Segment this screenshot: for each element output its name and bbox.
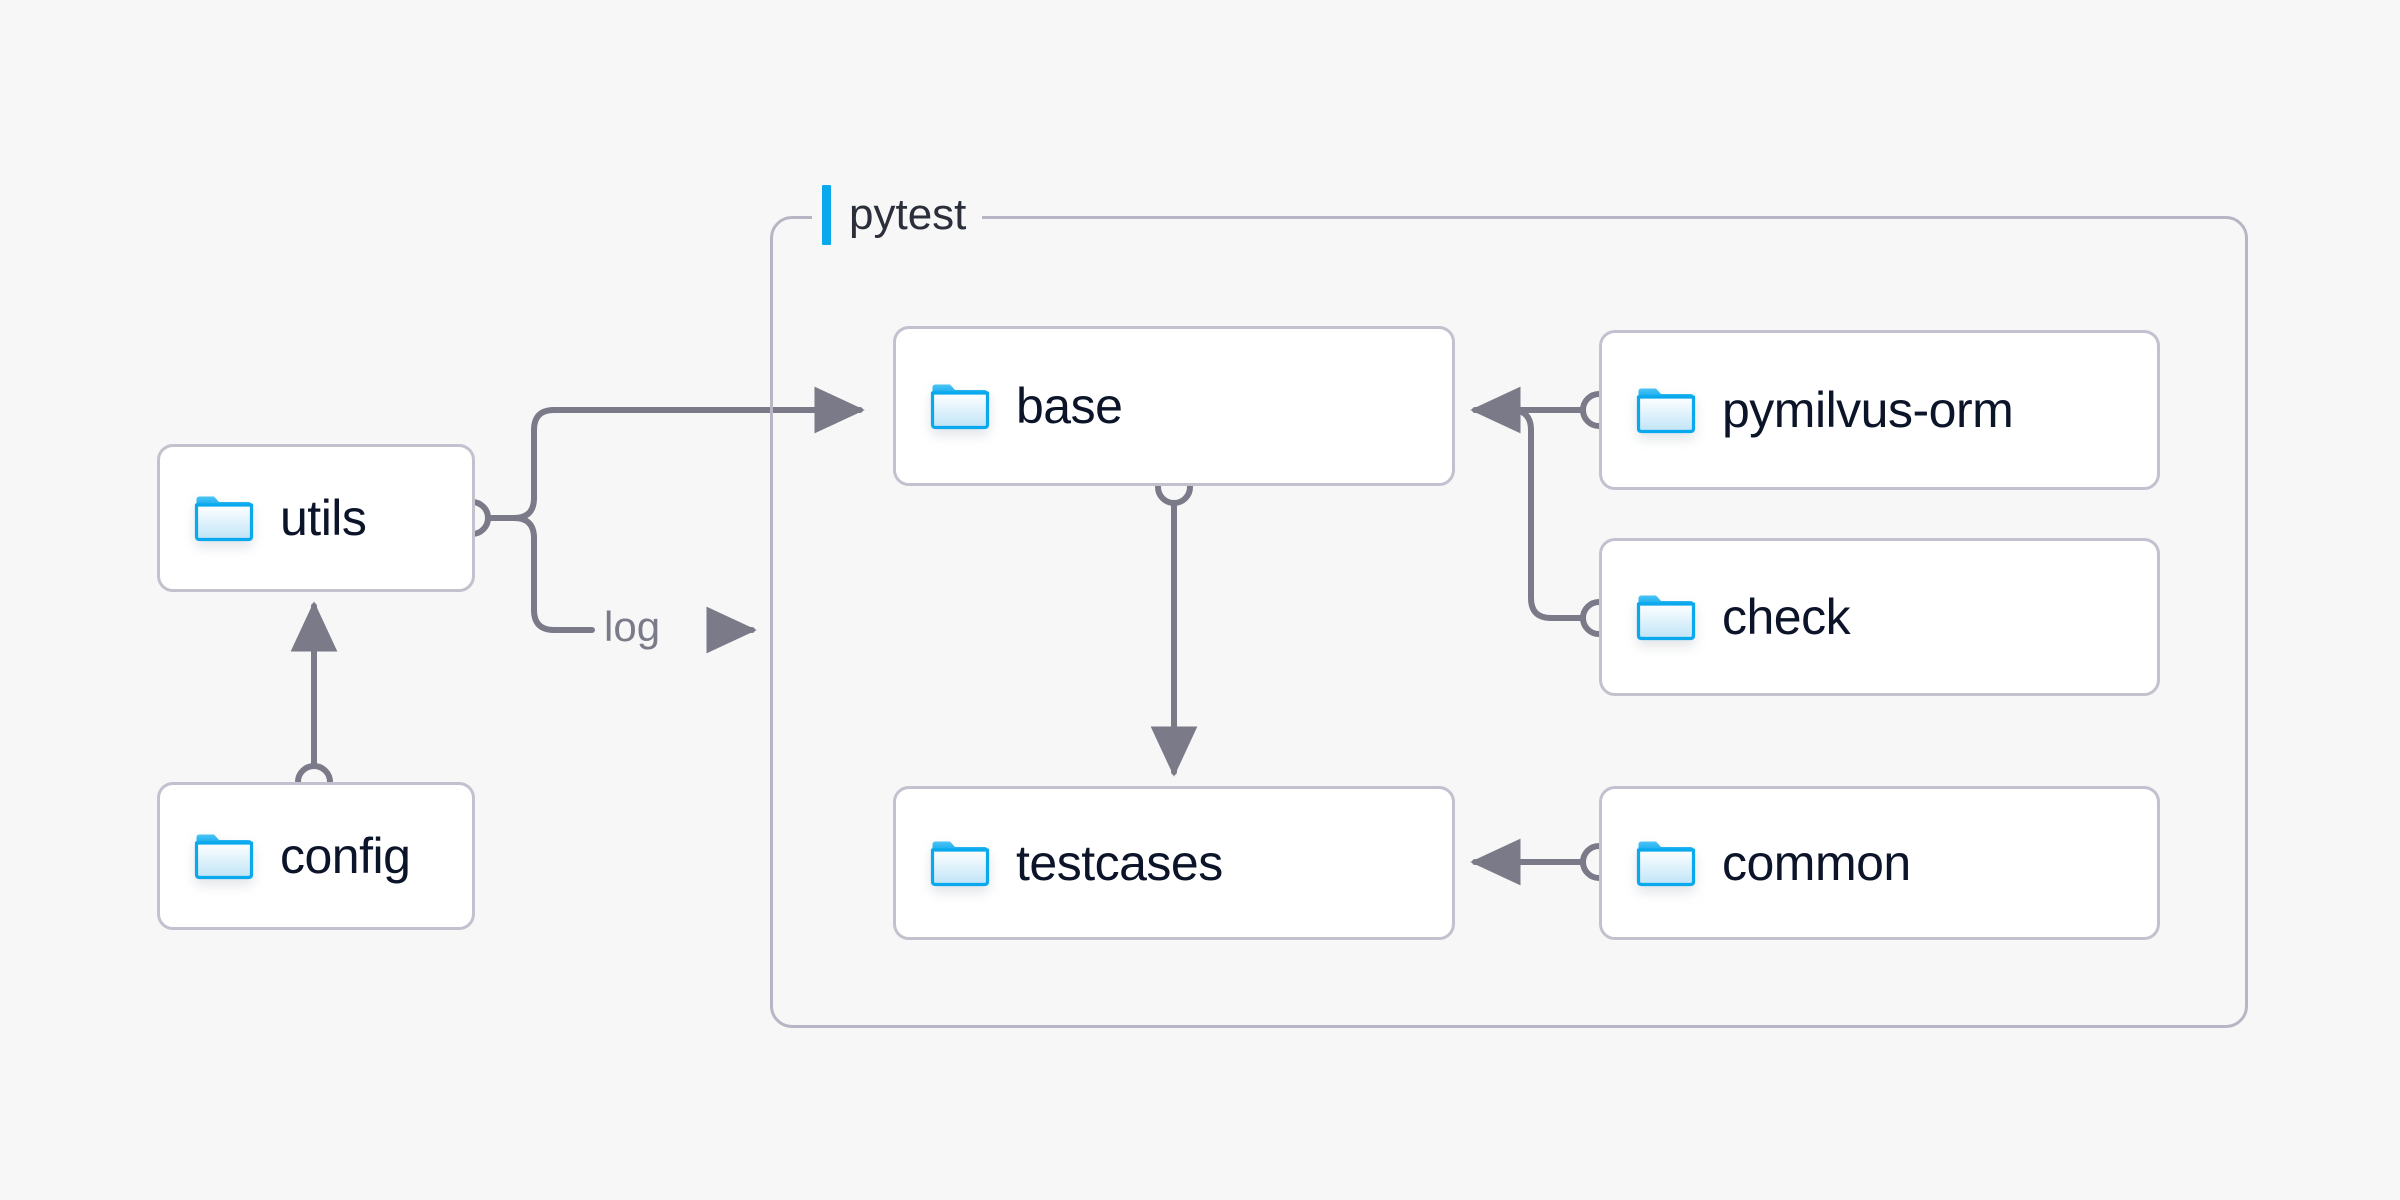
- node-check-label: check: [1722, 589, 1851, 645]
- node-testcases-label: testcases: [1016, 835, 1223, 891]
- node-check[interactable]: check: [1599, 538, 2160, 696]
- group-pytest-label: pytest: [812, 184, 983, 246]
- folder-icon: [1636, 593, 1696, 641]
- folder-icon: [1636, 386, 1696, 434]
- node-utils-label: utils: [280, 490, 367, 546]
- cyan-accent-bar: [822, 185, 831, 245]
- folder-icon: [930, 839, 990, 887]
- node-config-label: config: [280, 828, 411, 884]
- node-config[interactable]: config: [157, 782, 475, 930]
- node-testcases[interactable]: testcases: [893, 786, 1455, 940]
- node-pymilvus-orm[interactable]: pymilvus-orm: [1599, 330, 2160, 490]
- folder-icon: [194, 494, 254, 542]
- node-pymilvus-orm-label: pymilvus-orm: [1722, 382, 2014, 438]
- node-base-label: base: [1016, 378, 1123, 434]
- edge-utils-log: [484, 515, 595, 633]
- edge-label-log: log: [604, 603, 661, 650]
- group-pytest-title: pytest: [849, 190, 967, 239]
- node-common[interactable]: common: [1599, 786, 2160, 940]
- folder-icon: [194, 832, 254, 880]
- group-pytest[interactable]: [770, 216, 2248, 1028]
- folder-icon: [1636, 839, 1696, 887]
- node-base[interactable]: base: [893, 326, 1455, 486]
- node-common-label: common: [1722, 835, 1911, 891]
- node-utils[interactable]: utils: [157, 444, 475, 592]
- folder-icon: [930, 382, 990, 430]
